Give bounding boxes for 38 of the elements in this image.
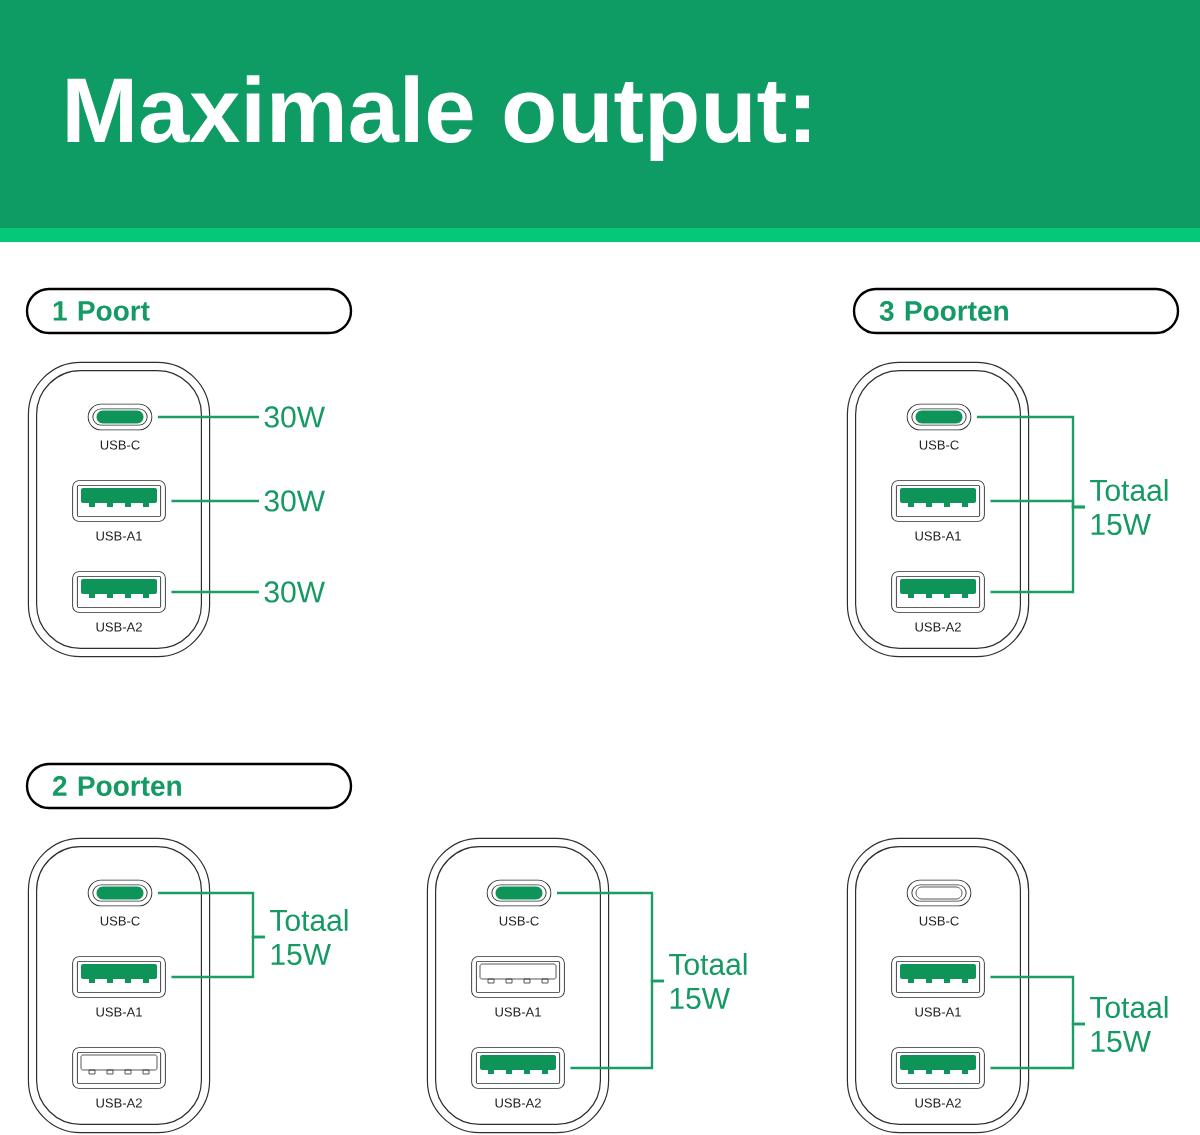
leader-line	[171, 499, 259, 503]
port-label: USB-C	[499, 916, 539, 926]
charger-outline	[426, 837, 610, 1134]
port-label: USB-C	[919, 440, 959, 450]
power-label: Totaal 15W	[669, 953, 747, 1009]
leader-line	[157, 415, 259, 419]
leader-line	[990, 1022, 1085, 1070]
charger-outline	[27, 361, 211, 658]
leader-line	[171, 935, 265, 979]
charger-outline	[846, 837, 1030, 1134]
title: Maximale output:	[67, 75, 809, 162]
port-label: USB-A1	[495, 1007, 541, 1017]
power-label: Totaal 15W	[270, 909, 348, 965]
port-label: USB-C	[919, 916, 959, 926]
section-pill: 2 Poorten	[25, 762, 353, 810]
power-label: 30W	[264, 490, 325, 512]
port-label: USB-A1	[96, 1007, 142, 1017]
port-label: USB-A1	[96, 531, 142, 541]
port-label: USB-C	[100, 440, 140, 450]
port-label: USB-A2	[96, 622, 142, 632]
power-label: 30W	[264, 406, 325, 428]
leader-line	[171, 590, 259, 594]
charger-outline	[27, 837, 211, 1134]
leader-line	[990, 505, 1085, 594]
power-label: 30W	[264, 581, 325, 603]
leader-line	[570, 979, 664, 1070]
power-label: Totaal 15W	[1090, 479, 1168, 535]
port-label: USB-A1	[915, 531, 961, 541]
port-label: USB-A2	[915, 1098, 961, 1108]
port-label: USB-A2	[915, 622, 961, 632]
section-pill: 3 Poorten	[852, 287, 1180, 335]
power-label: Totaal 15W	[1090, 996, 1168, 1052]
port-label: USB-A1	[915, 1007, 961, 1017]
port-label: USB-A2	[495, 1098, 541, 1108]
charger-outline	[846, 361, 1030, 658]
port-label: USB-A2	[96, 1098, 142, 1108]
section-pill: 1 Poort	[25, 287, 353, 335]
port-label: USB-C	[100, 916, 140, 926]
